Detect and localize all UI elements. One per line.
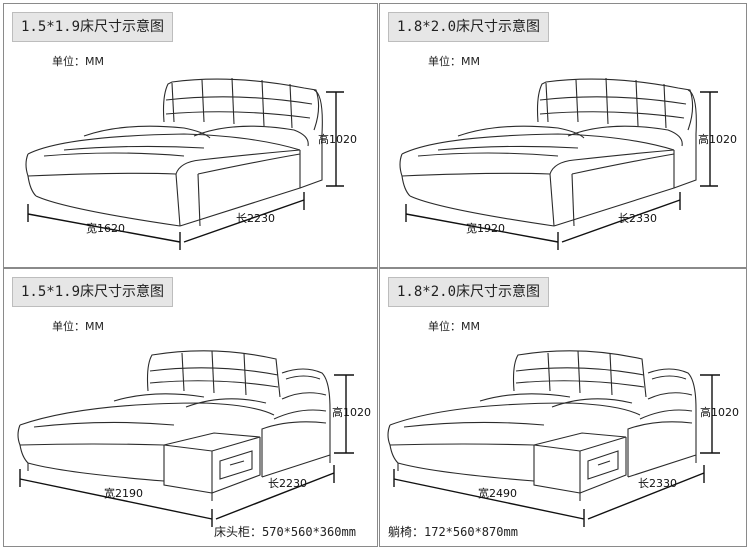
panel-title: 1.5*1.9床尺寸示意图 xyxy=(12,12,174,42)
panel-bed-1-8x2-0: 高1020 宽1920 长2330 1.8*2.0床尺寸示意图 单位：MM xyxy=(379,3,747,268)
panel-title: 1.5*1.9床尺寸示意图 xyxy=(12,277,174,307)
panel-title: 1.8*2.0床尺寸示意图 xyxy=(388,12,550,42)
height-label: 高1020 xyxy=(332,405,371,419)
height-label: 高1020 xyxy=(698,132,737,146)
length-label: 长2230 xyxy=(268,477,307,490)
panel-title: 1.8*2.0床尺寸示意图 xyxy=(388,277,550,307)
width-label: 宽1620 xyxy=(86,221,125,235)
width-label: 宽1920 xyxy=(466,221,505,235)
unit-label: 单位：MM xyxy=(52,55,104,68)
unit-label: 单位：MM xyxy=(428,320,480,333)
length-label: 长2330 xyxy=(618,212,657,225)
bed-drawing: 高1020 宽2190 长2230 xyxy=(17,350,371,527)
height-label: 高1020 xyxy=(700,405,739,419)
bed-drawing: 高1020 宽1620 长2230 xyxy=(25,77,357,250)
length-label: 长2330 xyxy=(638,477,677,490)
length-label: 长2230 xyxy=(236,212,275,225)
unit-label: 单位：MM xyxy=(52,320,104,333)
nightstand-note: 床头柜：570*560*360mm xyxy=(214,525,356,539)
height-label: 高1020 xyxy=(318,132,357,146)
bed-drawing: 高1020 宽1920 长2330 xyxy=(399,77,737,250)
width-label: 宽2490 xyxy=(478,486,517,500)
panel-bed-1-5x1-9: 高1020 宽1620 长2230 1.5*1.9床尺寸示意图 单位：MM xyxy=(3,3,378,268)
unit-label: 单位：MM xyxy=(428,55,480,68)
panel-bed-with-nightstand: 高1020 宽2190 长2230 1.5*1.9床尺寸示意图 单位：MM 床头… xyxy=(3,268,378,547)
bed-drawing: 高1020 宽2490 长2330 xyxy=(387,350,739,527)
panel-bed-with-chaise: 高1020 宽2490 长2330 1.8*2.0床尺寸示意图 单位：MM 躺椅… xyxy=(379,268,747,547)
chaise-note: 躺椅：172*560*870mm xyxy=(388,525,518,539)
width-label: 宽2190 xyxy=(104,486,143,500)
